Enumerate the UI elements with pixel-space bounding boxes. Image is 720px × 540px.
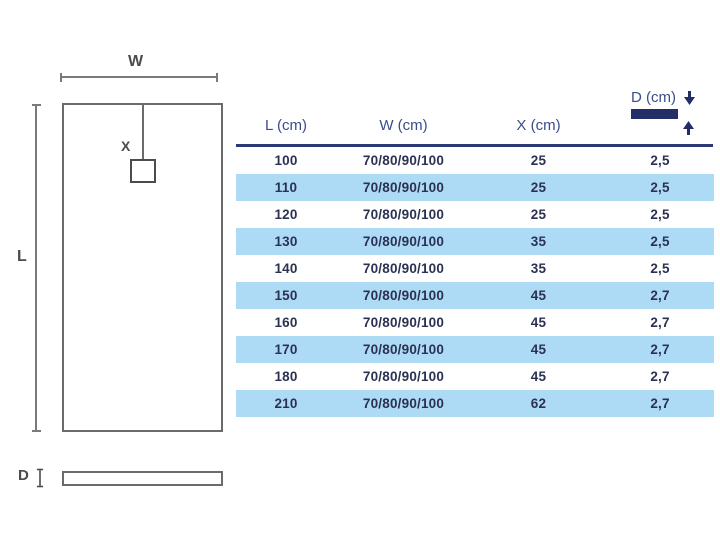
width-dimension-label: W xyxy=(128,53,144,70)
depth-dimension-marker xyxy=(37,468,43,488)
cell-depth: 2,7 xyxy=(650,288,670,303)
col-header-depth: D (cm) xyxy=(631,89,695,135)
cell-width: 70/80/90/100 xyxy=(362,207,445,222)
drain-outline xyxy=(130,159,156,183)
cell-width: 70/80/90/100 xyxy=(362,369,445,384)
col-header-width: W (cm) xyxy=(379,117,428,134)
cell-depth: 2,5 xyxy=(650,207,670,222)
cell-depth: 2,5 xyxy=(650,261,670,276)
arrow-down-icon xyxy=(684,90,695,105)
cell-drain-position: 25 xyxy=(530,180,547,195)
table-body: 100 70/80/90/100 25 2,5 110 70/80/90/100… xyxy=(236,147,714,417)
cell-drain-position: 62 xyxy=(530,396,547,411)
cell-drain-position: 35 xyxy=(530,234,547,249)
cell-width: 70/80/90/100 xyxy=(362,180,445,195)
cell-width: 70/80/90/100 xyxy=(362,288,445,303)
cell-length: 100 xyxy=(274,153,298,168)
cell-width: 70/80/90/100 xyxy=(362,153,445,168)
width-dimension-line xyxy=(60,72,218,82)
cell-width: 70/80/90/100 xyxy=(362,342,445,357)
cell-drain-position: 25 xyxy=(530,207,547,222)
table-row: 180 70/80/90/100 45 2,7 xyxy=(236,363,714,390)
cell-depth: 2,5 xyxy=(650,180,670,195)
table-row: 100 70/80/90/100 25 2,5 xyxy=(236,147,714,174)
cell-drain-position: 45 xyxy=(530,342,547,357)
cell-depth: 2,7 xyxy=(650,396,670,411)
cell-width: 70/80/90/100 xyxy=(362,315,445,330)
cell-length: 170 xyxy=(274,342,298,357)
table-header-divider xyxy=(236,144,713,147)
cell-width: 70/80/90/100 xyxy=(362,396,445,411)
cell-width: 70/80/90/100 xyxy=(362,261,445,276)
cell-length: 120 xyxy=(274,207,298,222)
cell-width: 70/80/90/100 xyxy=(362,234,445,249)
col-header-length: L (cm) xyxy=(265,117,307,134)
cell-length: 210 xyxy=(274,396,298,411)
cell-drain-position: 25 xyxy=(530,153,547,168)
col-header-depth-label: D (cm) xyxy=(631,89,676,106)
depth-dimension-label: D xyxy=(18,467,29,484)
table-row: 210 70/80/90/100 62 2,7 xyxy=(236,390,714,417)
cell-length: 140 xyxy=(274,261,298,276)
thickness-bar-icon xyxy=(631,109,678,119)
drain-offset-line xyxy=(142,105,144,171)
length-dimension-line xyxy=(31,104,41,432)
drain-position-label: X xyxy=(121,138,131,154)
table-row: 170 70/80/90/100 45 2,7 xyxy=(236,336,714,363)
cell-length: 160 xyxy=(274,315,298,330)
col-header-drain: X (cm) xyxy=(516,117,561,134)
table-row: 160 70/80/90/100 45 2,7 xyxy=(236,309,714,336)
cell-drain-position: 45 xyxy=(530,369,547,384)
cell-drain-position: 45 xyxy=(530,288,547,303)
cell-depth: 2,7 xyxy=(650,369,670,384)
cell-length: 110 xyxy=(274,180,298,195)
cell-depth: 2,5 xyxy=(650,153,670,168)
cell-depth: 2,7 xyxy=(650,315,670,330)
arrow-up-icon xyxy=(683,121,694,135)
cell-length: 150 xyxy=(274,288,298,303)
table-row: 120 70/80/90/100 25 2,5 xyxy=(236,201,714,228)
cell-drain-position: 45 xyxy=(530,315,547,330)
cell-length: 130 xyxy=(274,234,298,249)
cell-length: 180 xyxy=(274,369,298,384)
cell-depth: 2,5 xyxy=(650,234,670,249)
cell-depth: 2,7 xyxy=(650,342,670,357)
length-dimension-label: L xyxy=(17,248,27,265)
tray-side-view xyxy=(62,471,223,486)
table-row: 130 70/80/90/100 35 2,5 xyxy=(236,228,714,255)
table-row: 140 70/80/90/100 35 2,5 xyxy=(236,255,714,282)
cell-drain-position: 35 xyxy=(530,261,547,276)
table-row: 150 70/80/90/100 45 2,7 xyxy=(236,282,714,309)
table-row: 110 70/80/90/100 25 2,5 xyxy=(236,174,714,201)
